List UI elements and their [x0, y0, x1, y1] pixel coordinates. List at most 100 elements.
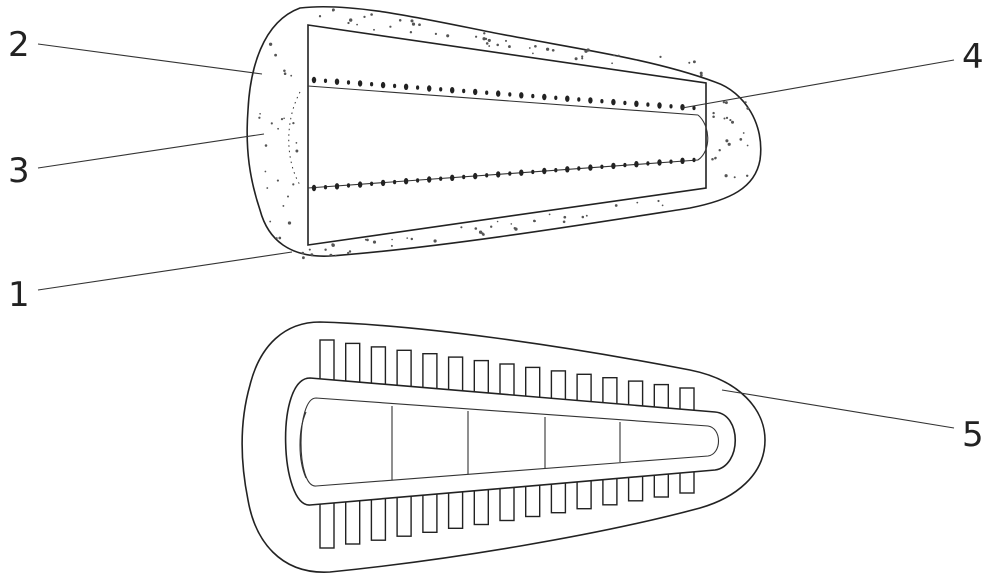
speck — [723, 117, 725, 119]
bead — [347, 80, 350, 84]
bead — [611, 99, 615, 105]
speck — [277, 128, 279, 130]
speck — [582, 216, 585, 219]
speck — [288, 221, 291, 224]
speck — [411, 238, 413, 240]
leader-line-1 — [38, 252, 292, 290]
bead — [381, 180, 385, 186]
speck — [412, 23, 415, 26]
speck — [613, 54, 615, 56]
speck — [434, 239, 437, 242]
speck — [265, 144, 268, 147]
speck — [475, 36, 477, 38]
bead — [370, 82, 373, 86]
speck — [739, 138, 742, 141]
speck — [347, 252, 349, 254]
speck — [290, 75, 292, 77]
speck — [688, 62, 690, 64]
speck — [747, 145, 749, 147]
speck — [410, 31, 412, 33]
bead — [600, 165, 603, 169]
speck — [743, 132, 745, 134]
bead — [324, 185, 327, 189]
bead — [462, 89, 465, 93]
speck — [347, 22, 349, 24]
bead — [542, 94, 546, 100]
speck — [497, 221, 499, 223]
speck — [332, 8, 335, 11]
bead — [508, 171, 511, 175]
bead — [692, 158, 695, 162]
bead — [646, 102, 649, 106]
bead — [623, 163, 626, 167]
bead — [312, 185, 316, 191]
speck — [349, 250, 351, 252]
speck — [618, 55, 620, 57]
bead — [577, 166, 580, 170]
speck — [373, 29, 375, 31]
speck — [746, 107, 749, 110]
speck — [514, 227, 517, 230]
speck — [731, 121, 734, 124]
speck — [269, 221, 271, 223]
speck — [532, 53, 534, 55]
leader-line-2 — [38, 44, 262, 74]
speck — [292, 183, 294, 185]
speck — [486, 42, 489, 45]
speck — [549, 214, 551, 216]
speck — [295, 150, 298, 153]
speck — [319, 15, 321, 17]
speck — [310, 253, 313, 256]
speck — [296, 142, 298, 144]
speck — [389, 26, 391, 28]
speck — [335, 255, 337, 257]
speck — [266, 187, 268, 189]
leader-line-3 — [38, 134, 264, 168]
speck — [615, 204, 618, 207]
speck — [332, 244, 335, 247]
label-3: 3 — [8, 151, 30, 191]
speck — [659, 56, 661, 58]
bead — [358, 181, 362, 187]
speck — [711, 158, 714, 161]
speck — [460, 226, 462, 228]
speck — [508, 45, 511, 48]
bead — [335, 183, 339, 189]
speck — [529, 47, 531, 49]
speck — [745, 101, 747, 103]
speck — [271, 122, 273, 124]
bead — [335, 79, 339, 85]
bead — [393, 180, 396, 184]
speck — [283, 117, 285, 119]
speck — [581, 55, 583, 57]
speck — [301, 252, 304, 255]
bead — [554, 96, 557, 100]
coating-specks — [258, 8, 749, 259]
speck — [490, 226, 492, 228]
speck — [700, 72, 703, 75]
speck — [292, 122, 294, 124]
bead — [508, 92, 511, 96]
speck — [406, 237, 408, 239]
speck — [399, 19, 402, 22]
core-trapezoid — [308, 25, 706, 245]
bead — [450, 87, 454, 93]
bead — [646, 161, 649, 165]
bead — [439, 177, 442, 181]
speck — [725, 139, 728, 142]
speck — [488, 39, 491, 42]
bead — [554, 168, 557, 172]
speck — [418, 23, 421, 26]
speck — [552, 49, 555, 52]
speck — [259, 113, 261, 115]
bead — [324, 79, 327, 83]
speck — [505, 40, 507, 42]
bead — [496, 90, 500, 96]
speck — [712, 116, 715, 119]
bead — [600, 99, 603, 103]
speck — [693, 60, 696, 63]
speck — [482, 233, 485, 236]
speck — [356, 24, 358, 26]
speck — [725, 174, 728, 177]
bead — [439, 87, 442, 91]
